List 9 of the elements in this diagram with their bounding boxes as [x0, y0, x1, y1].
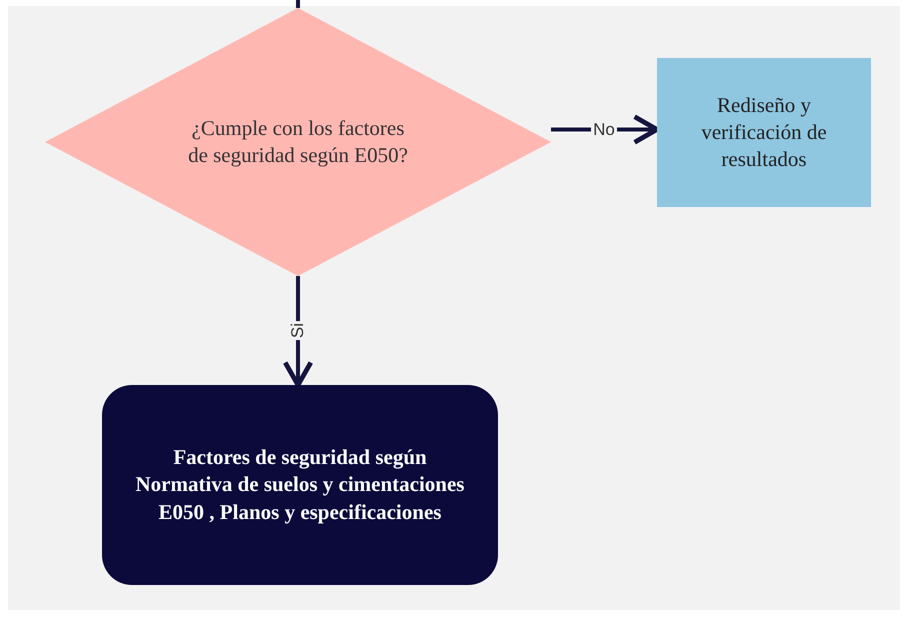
- edge-label: No: [591, 121, 617, 138]
- process-box: [657, 58, 871, 207]
- decision-diamond: [45, 8, 551, 276]
- terminal-box: [102, 385, 498, 585]
- arrow: [282, 276, 314, 388]
- node-text: ¿Cumple con los factores de seguridad según E050?: [188, 114, 408, 169]
- node-text: Factores de seguridad según Normativa de suelos y cimentaciones E050 , Planos y especificaciones: [134, 444, 466, 526]
- node-text: Rediseño y verificación de resultados: [700, 92, 828, 174]
- edge-label: Si: [290, 320, 306, 340]
